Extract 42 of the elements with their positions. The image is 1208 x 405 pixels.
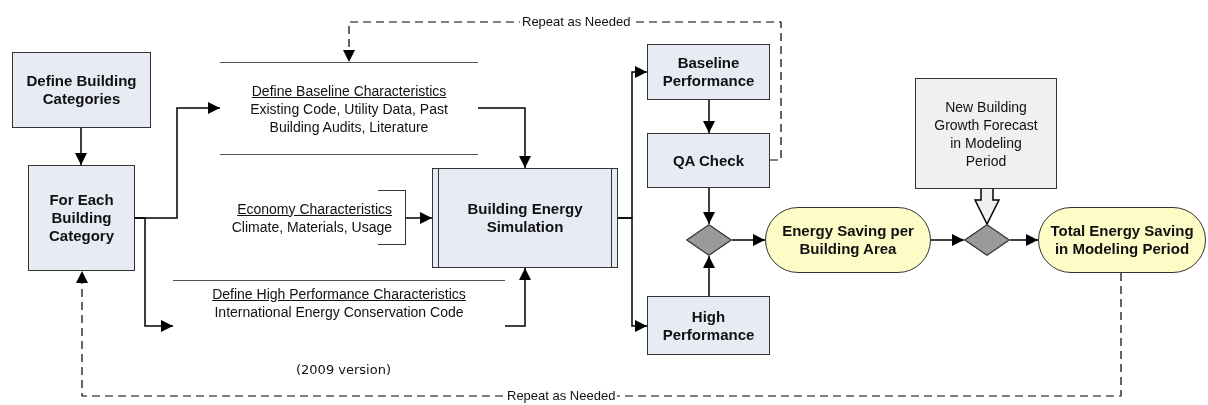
decision-diamond: [686, 224, 732, 256]
node-label: Define Building Categories: [25, 72, 138, 108]
callout-box: [915, 78, 1057, 189]
arrow: [930, 234, 965, 246]
edge-label: Repeat as Needed: [505, 389, 618, 403]
node-label: Building Energy Simulation: [466, 200, 584, 236]
process-box: [12, 52, 151, 128]
edge-label: Repeat as Needed: [520, 15, 633, 29]
block-text: International Energy Conservation Code: [214, 303, 464, 321]
arrow: [1009, 234, 1039, 246]
ruled-text-block: [220, 62, 478, 155]
dashed-arrow: [76, 270, 1122, 397]
node-label: New Building Growth Forecast in Modeling Period: [933, 97, 1039, 170]
note-text: (2009 version): [296, 362, 391, 377]
process-box: [28, 165, 135, 271]
block-arrow: [973, 188, 1001, 226]
decision-diamond: [964, 224, 1010, 256]
arrow: [477, 107, 531, 169]
node-label: QA Check: [672, 151, 745, 170]
process-box: [647, 133, 770, 188]
node-label: High Performance: [661, 307, 756, 344]
block-heading: Define Baseline Characteristics: [251, 81, 447, 100]
arrow: [134, 217, 174, 332]
arrow: [731, 234, 766, 246]
node-label: Energy Saving per Building Area: [781, 222, 915, 258]
arrow: [405, 212, 433, 224]
arrow: [617, 217, 648, 332]
arrow: [504, 267, 531, 327]
node-label: Baseline Performance: [661, 54, 756, 90]
node-label: Total Energy Saving in Modeling Period: [1049, 222, 1195, 258]
arrow: [703, 99, 715, 134]
process-box: [647, 44, 770, 100]
block-text: Climate, Materials, Usage: [231, 217, 392, 236]
block-heading: Economy Characteristics: [237, 199, 392, 218]
arrow: [75, 127, 87, 166]
process-box: [647, 296, 770, 355]
arrow: [703, 255, 715, 297]
predefined-process-box: [432, 168, 618, 268]
node-label: For Each Building Category: [48, 191, 115, 245]
arrow: [703, 187, 715, 225]
block-text: Existing Code, Utility Data, Past Building Audits, Literature: [249, 99, 449, 136]
block-heading: Define High Performance Characteristics: [212, 285, 466, 303]
